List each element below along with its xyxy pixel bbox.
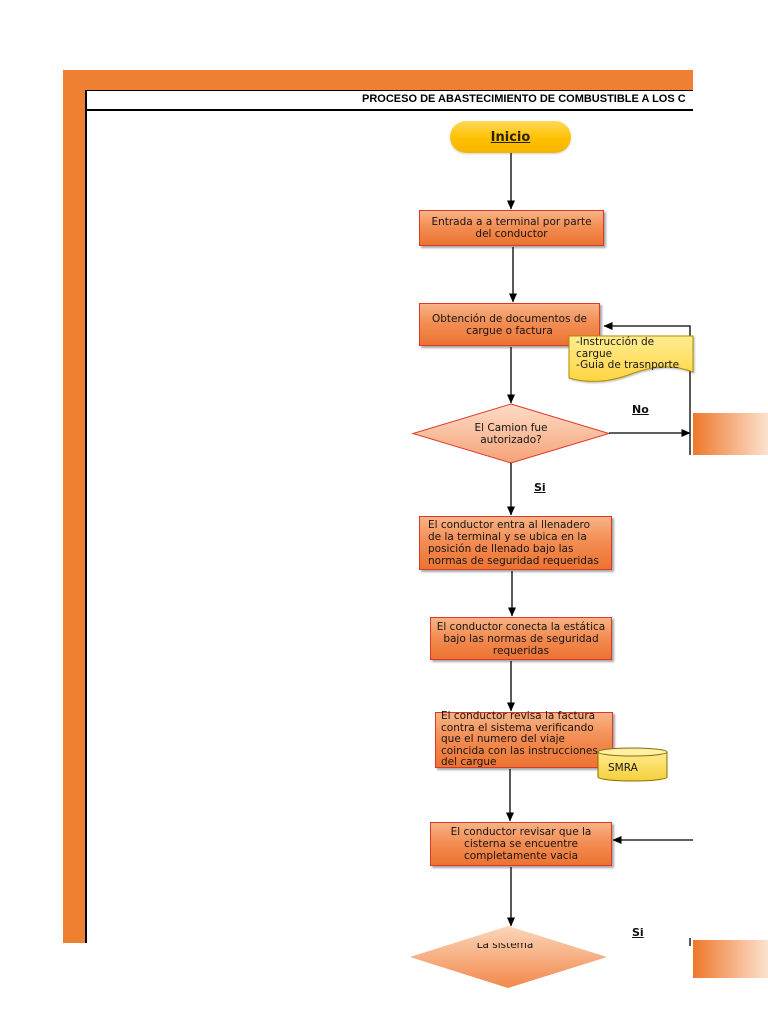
rejected-process-box	[693, 413, 768, 455]
process-text-line: El conductor revisa la factura	[441, 710, 596, 723]
decision-system-shape	[410, 926, 607, 988]
process-box-connect-static: El conductor conecta la estática bajo la…	[430, 617, 612, 660]
process-text-line: bajo las normas de seguridad	[443, 632, 599, 645]
process-text-line: Obtención de documentos de	[431, 312, 588, 325]
decision-text-line: El Camion fue	[474, 421, 548, 434]
process-text-line: del conductor	[475, 228, 548, 240]
process-text-line: requeridas	[492, 644, 550, 657]
process-title: PROCESO DE ABASTECIMIENTO DE COMBUSTIBLE…	[362, 93, 686, 105]
process-box-check-tank: El conductor revisar que la cisterna se …	[430, 822, 612, 866]
process-text-line: normas de seguridad requeridas	[428, 555, 599, 567]
title-row: PROCESO DE ABASTECIMIENTO DE COMBUSTIBLE…	[87, 91, 693, 109]
process-text-line: contra el sistema verificando	[441, 721, 594, 734]
start-terminator: Inicio	[450, 121, 571, 153]
process-text-line: del cargue	[441, 756, 497, 769]
title-row-top-border	[85, 90, 693, 91]
process-box-enter-filling: El conductor entra al llenadero de la te…	[419, 516, 612, 570]
process-text-line: El conductor conecta la estática	[436, 620, 606, 633]
arrow-return-to-documents	[603, 322, 691, 455]
orange-frame-left	[63, 70, 85, 943]
process-text-line: de la terminal y se ubica en la	[428, 531, 587, 543]
note-text-line: -Instrucción de	[576, 336, 655, 348]
process-text-line: El conductor entra al llenadero	[428, 519, 591, 531]
smra-label: SMRA	[608, 762, 638, 774]
process-text-line: cisterna se encuentre	[464, 838, 578, 850]
documents-note-text: -Instrucción de cargue -Guia de trasnpor…	[569, 336, 693, 372]
process-text-line: que el numero del viaje	[441, 733, 566, 746]
branch-label-no: No	[632, 403, 649, 416]
database-body	[597, 751, 668, 782]
process-text-line: El conductor revisar que la	[450, 826, 592, 838]
process-box-entry: Entrada a a terminal por parte del condu…	[419, 210, 604, 246]
process-text-line: coincida con las instrucciones	[441, 744, 598, 757]
branch-label-yes-system: Si	[632, 926, 644, 939]
note-text-line: cargue	[576, 347, 613, 360]
process-text-line: Entrada a a terminal por parte	[431, 216, 592, 228]
next-process-box	[693, 940, 768, 978]
process-text-line: completamente vacia	[463, 850, 579, 862]
start-label: Inicio	[490, 129, 531, 145]
sheet-left-border	[85, 90, 87, 943]
note-text-line: -Guia de trasnporte	[576, 359, 680, 371]
decision-system-text: La sistema	[455, 943, 555, 951]
documents-note-shape	[568, 335, 694, 382]
process-text-line: cargue o factura	[466, 324, 553, 337]
decision-text-line: autorizado?	[480, 433, 542, 446]
title-row-bottom-border	[85, 109, 693, 111]
database-top	[597, 747, 668, 757]
decision-authorized-text: El Camion fue autorizado?	[413, 404, 609, 463]
branch-label-yes: Si	[534, 481, 546, 494]
orange-frame-top	[63, 70, 693, 90]
process-box-check-invoice: El conductor revisa la factura contra el…	[435, 710, 613, 769]
smra-database-shape	[597, 747, 668, 782]
process-text-line: posición de llenado bajo las	[428, 543, 574, 555]
decision-text-line: La sistema	[476, 943, 534, 951]
